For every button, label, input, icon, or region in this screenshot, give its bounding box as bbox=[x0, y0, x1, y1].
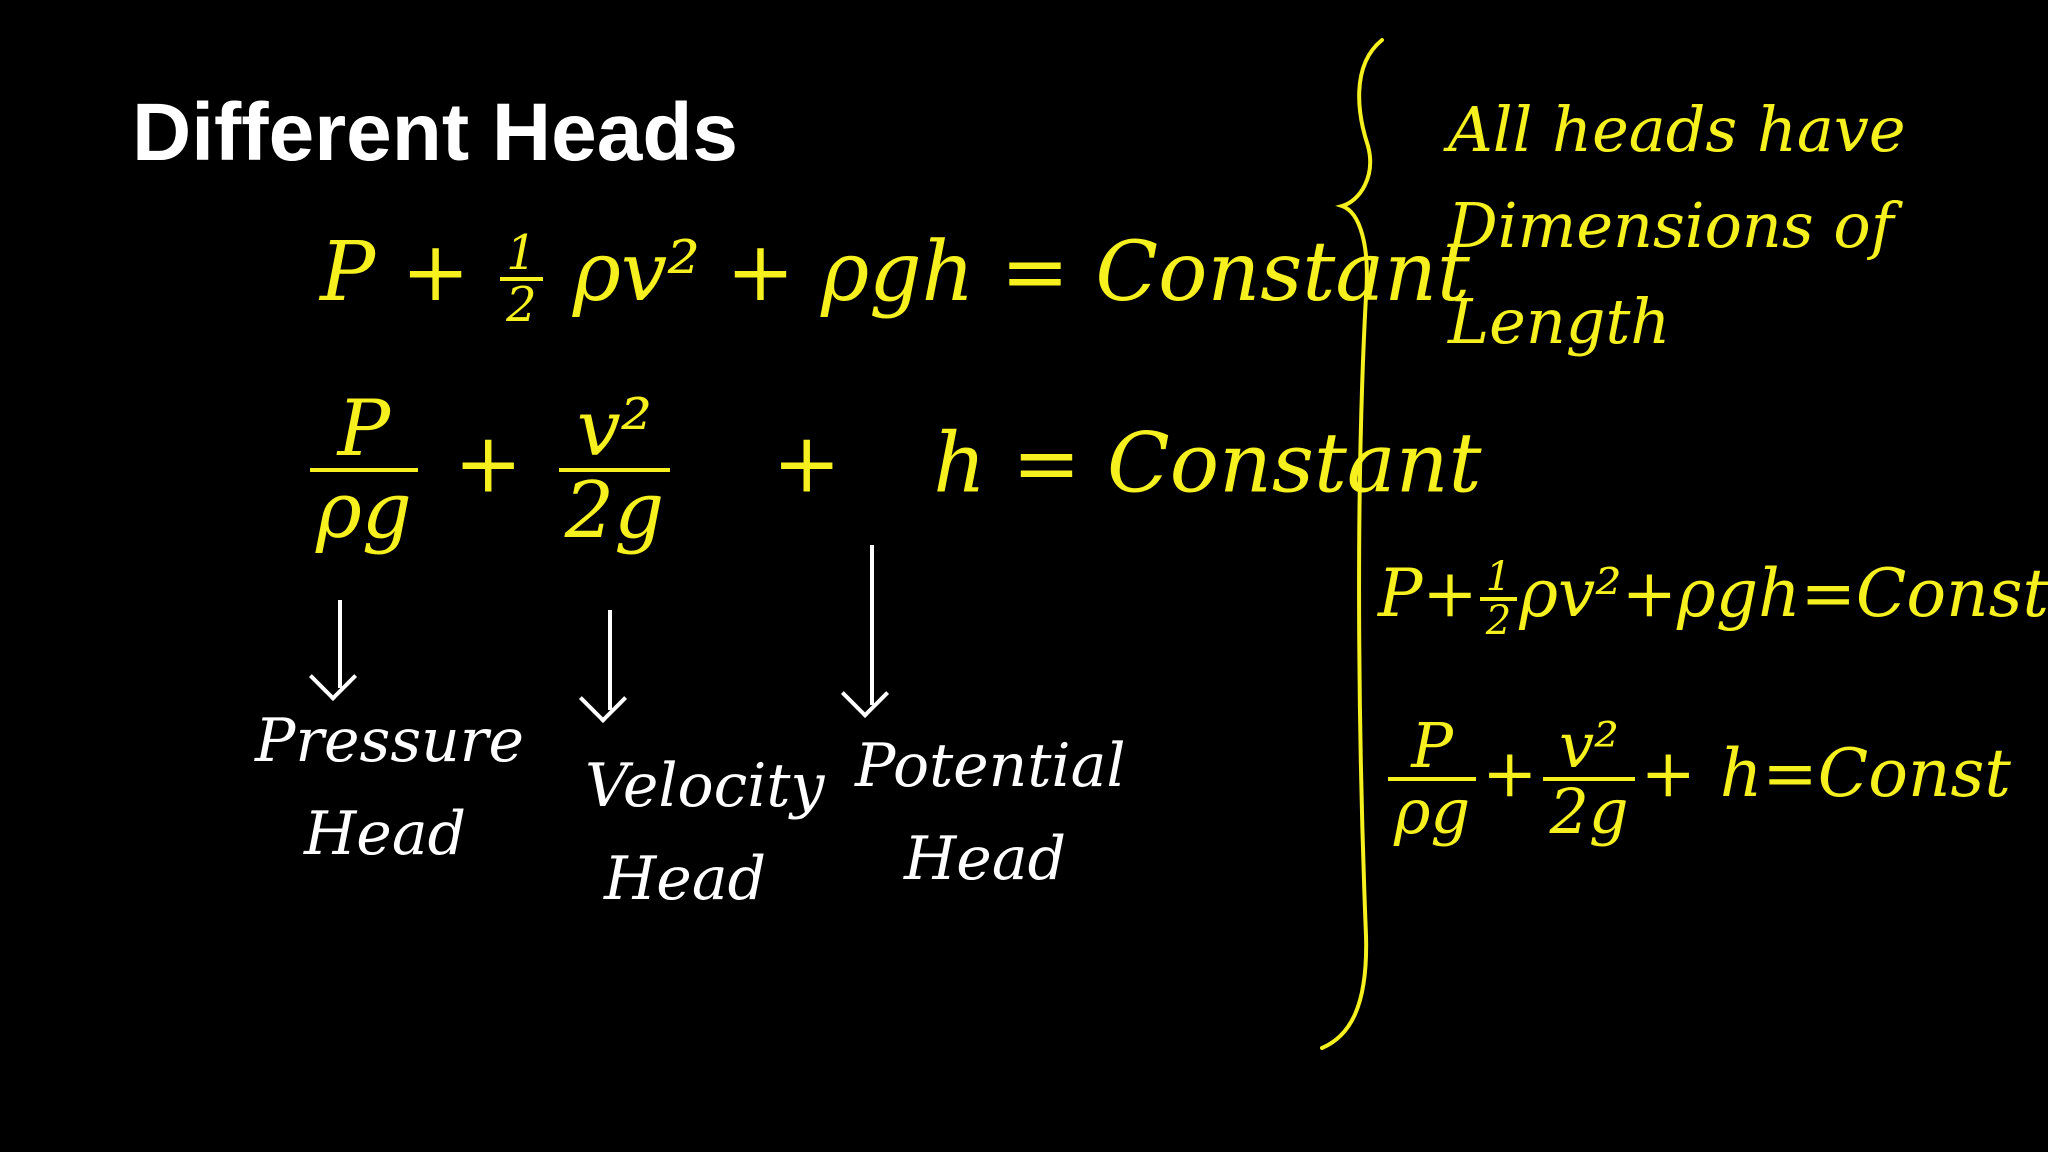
down-arrow-icon bbox=[870, 545, 874, 705]
pressure-head-label: Pressure Head bbox=[255, 706, 524, 869]
plus-sign: + bbox=[1482, 735, 1538, 812]
one-half-fraction: 1 2 bbox=[500, 229, 543, 329]
plus-sign: + bbox=[1422, 555, 1478, 632]
equals-sign: = bbox=[1000, 225, 1070, 320]
plus-sign: + bbox=[401, 225, 470, 320]
potential-term: ρgh bbox=[1677, 555, 1801, 632]
fraction-denominator: 2 bbox=[1479, 597, 1518, 641]
side-bernoulli-equation: P+ 1 2 ρv²+ρgh=Const bbox=[1378, 555, 2048, 641]
constant-term: Constant bbox=[1106, 416, 1482, 512]
fraction-denominator: ρg bbox=[1388, 777, 1477, 843]
kinetic-term: ρv² bbox=[1519, 555, 1622, 632]
down-arrow-icon bbox=[338, 600, 342, 688]
fraction-denominator: 2g bbox=[1543, 777, 1635, 843]
one-half-fraction: 1 2 bbox=[1479, 554, 1518, 641]
equals-sign: = bbox=[1762, 735, 1818, 812]
fraction-denominator: 2 bbox=[500, 276, 543, 329]
fraction-numerator: P bbox=[1411, 709, 1453, 782]
pressure-head-fraction: P ρg bbox=[310, 390, 418, 550]
fraction-denominator: ρg bbox=[310, 468, 418, 550]
height-term: h bbox=[933, 416, 987, 512]
fraction-denominator: 2g bbox=[558, 468, 671, 550]
equals-sign: = bbox=[1800, 555, 1856, 632]
plus-sign: + bbox=[772, 416, 842, 512]
fraction-numerator: v² bbox=[576, 384, 653, 474]
fraction-numerator: 1 bbox=[1485, 554, 1512, 600]
potential-head-label: Potential Head bbox=[855, 731, 1126, 894]
head-equation: P ρg + v² 2g + h = Constant bbox=[300, 390, 1482, 550]
bernoulli-equation: P + 1 2 ρv² + ρgh = Constant bbox=[320, 225, 1470, 329]
potential-term: ρgh bbox=[820, 225, 975, 320]
plus-sign: + bbox=[1640, 735, 1696, 812]
height-term: h bbox=[1719, 735, 1763, 812]
plus-sign: + bbox=[726, 225, 795, 320]
fraction-numerator: P bbox=[337, 384, 391, 474]
down-arrow-icon bbox=[608, 610, 612, 710]
kinetic-term: ρv² bbox=[572, 225, 701, 320]
page-title: Different Heads bbox=[132, 87, 739, 178]
constant-term: Const bbox=[1855, 555, 2048, 632]
curly-brace-icon bbox=[1320, 38, 1384, 1050]
velocity-head-fraction: v² 2g bbox=[558, 384, 671, 550]
constant-term: Const bbox=[1817, 735, 2011, 812]
pressure-term: P bbox=[1378, 555, 1423, 632]
fraction-numerator: v² bbox=[1559, 709, 1619, 782]
pressure-term: P bbox=[320, 225, 376, 320]
dimension-note: All heads have Dimensions of Length bbox=[1448, 93, 1906, 359]
plus-sign: + bbox=[453, 416, 523, 512]
fraction-numerator: 1 bbox=[506, 224, 537, 281]
constant-term: Constant bbox=[1095, 225, 1470, 320]
velocity-head-fraction: v² 2g bbox=[1543, 709, 1635, 843]
pressure-head-fraction: P ρg bbox=[1388, 709, 1477, 843]
side-head-equation: P ρg + v² 2g +h=Const bbox=[1382, 715, 2011, 843]
equals-sign: = bbox=[1012, 416, 1081, 512]
plus-sign: + bbox=[1621, 555, 1678, 632]
velocity-head-label: Velocity Head bbox=[585, 751, 825, 914]
